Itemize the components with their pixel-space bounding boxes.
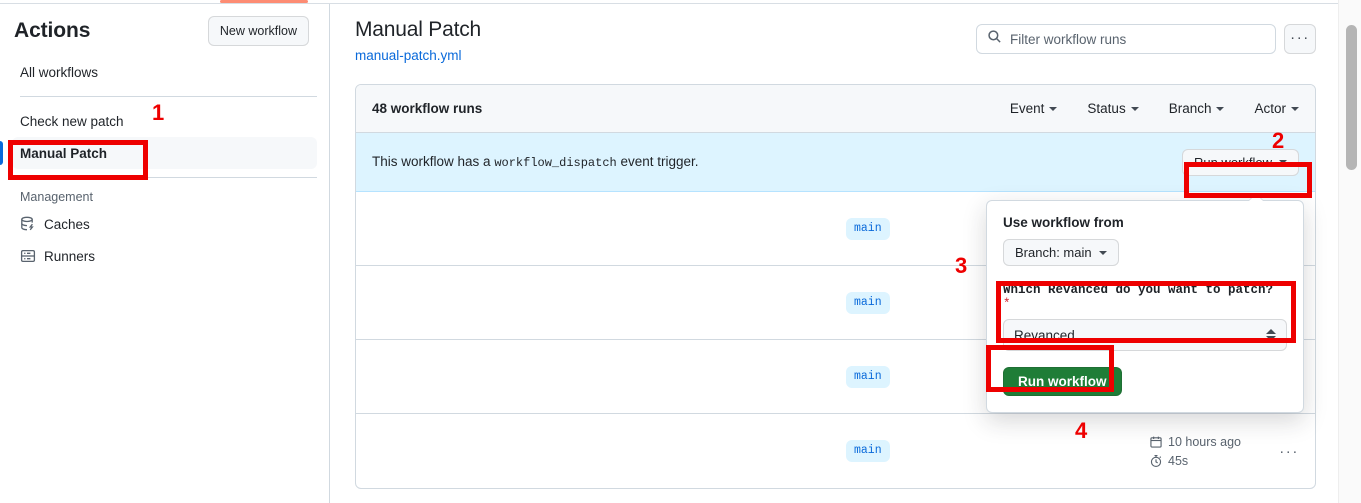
run-workflow-button-label: Run workflow: [1193, 154, 1272, 170]
header-controls: ···: [976, 24, 1316, 54]
workflow-dispatch-banner: This workflow has a workflow_dispatch ev…: [356, 133, 1315, 192]
branch-select-button[interactable]: Branch: main: [1003, 239, 1119, 266]
search-box[interactable]: [976, 24, 1276, 54]
sidebar-title: Actions: [14, 19, 91, 42]
sidebar-item-caches[interactable]: Caches: [12, 208, 317, 240]
filter-label: Status: [1087, 101, 1126, 116]
filter-label: Branch: [1168, 101, 1212, 116]
filter-event[interactable]: Event: [1010, 101, 1058, 116]
dispatch-text-before: This workflow has a: [372, 154, 491, 169]
dispatch-event-name: workflow_dispatch: [494, 156, 617, 170]
chevron-down-icon: [1130, 106, 1139, 111]
runs-count-label: 48 workflow runs: [372, 101, 483, 116]
sidebar-item-all-workflows[interactable]: All workflows: [12, 56, 317, 88]
branch-badge[interactable]: main: [846, 217, 890, 240]
dispatch-text-after: event trigger.: [620, 154, 699, 169]
runs-header: 48 workflow runs Event Status Branch: [356, 85, 1315, 133]
duration-line: 45s: [1149, 454, 1241, 468]
table-row[interactable]: main 10 hours ago: [356, 414, 1315, 488]
workflow-input-label-text: Which Revanced do you want to patch?: [1003, 283, 1274, 297]
chevron-down-icon: [1279, 160, 1287, 164]
workflow-input-label: Which Revanced do you want to patch? *: [1003, 283, 1287, 311]
duration-text: 45s: [1168, 453, 1189, 468]
branch-badge[interactable]: main: [846, 440, 890, 462]
sidebar-item-runners[interactable]: Runners: [12, 240, 317, 272]
sidebar-section-management: Management: [20, 190, 93, 204]
main-header: Manual Patch manual-patch.yml ···: [355, 4, 1316, 63]
dispatch-banner-text: This workflow has a workflow_dispatch ev…: [372, 154, 699, 170]
branch-badge[interactable]: main: [846, 365, 890, 388]
filter-actor[interactable]: Actor: [1254, 101, 1299, 116]
annotation-number-3: 3: [955, 253, 968, 278]
sidebar-item-label: Runners: [44, 248, 96, 264]
more-options-button[interactable]: ···: [1284, 24, 1316, 54]
select-arrows-icon: [1266, 329, 1276, 341]
page-title: Manual Patch: [355, 18, 482, 41]
date-text: 10 hours ago: [1168, 434, 1241, 449]
chevron-down-icon: [1216, 106, 1225, 111]
chevron-down-icon: [1098, 250, 1107, 255]
date-line: 10 hours ago: [1149, 435, 1241, 449]
sidebar-item-check-new-patch[interactable]: Check new patch: [12, 105, 317, 137]
chevron-down-icon: [1291, 106, 1299, 111]
branch-select-label: Branch: main: [1015, 245, 1092, 260]
branch-badge[interactable]: main: [846, 291, 890, 314]
active-tab-underline: [220, 0, 308, 3]
cache-icon: [20, 216, 36, 232]
stopwatch-icon: [1150, 454, 1162, 467]
annotation-number-1: 1: [152, 100, 165, 125]
header-divider: [0, 3, 1338, 4]
kebab-icon: ···: [1290, 28, 1310, 46]
sidebar-workflow-list-2: Check new patch Manual Patch: [0, 105, 329, 169]
new-workflow-button[interactable]: New workflow: [207, 16, 309, 46]
page-scrollbar[interactable]: [1338, 0, 1361, 503]
revanced-select[interactable]: Revanced: [1003, 319, 1287, 351]
search-input[interactable]: [1010, 31, 1265, 47]
annotation-number-2: 2: [1272, 128, 1285, 153]
row-metadata: 10 hours ago 45s: [1149, 435, 1241, 468]
filter-label: Event: [1009, 101, 1045, 116]
filter-branch[interactable]: Branch: [1169, 101, 1225, 116]
annotation-number-4: 4: [1075, 418, 1088, 443]
search-icon: [987, 29, 1002, 49]
sidebar-divider-1: [20, 96, 317, 97]
run-workflow-dropdown-panel: Use workflow from Branch: main Which Rev…: [986, 193, 1304, 413]
sidebar-item-manual-patch[interactable]: Manual Patch: [0, 137, 317, 169]
sidebar-item-label: All workflows: [20, 64, 99, 80]
sidebar-header: Actions New workflow: [0, 4, 329, 56]
chevron-down-icon: [1049, 106, 1058, 111]
required-asterisk: *: [1003, 297, 1011, 311]
sidebar-management-list: Caches Runners: [0, 208, 329, 272]
table-row[interactable]: main: [356, 192, 1315, 266]
calendar-icon: [1150, 436, 1162, 448]
actions-sidebar: Actions New workflow All workflows Check…: [0, 4, 330, 503]
filter-label: Actor: [1254, 101, 1286, 116]
sidebar-item-label: Check new patch: [20, 113, 124, 129]
sidebar-item-label: Caches: [44, 216, 90, 232]
revanced-select-value: Revanced: [1014, 327, 1075, 343]
server-icon: [20, 248, 36, 264]
use-workflow-from-label: Use workflow from: [1003, 215, 1124, 230]
top-tab-strip: [0, 0, 1338, 4]
main-content: Manual Patch manual-patch.yml ···: [331, 4, 1338, 503]
table-row[interactable]: main: [356, 266, 1315, 340]
row-kebab-icon[interactable]: ···: [1279, 442, 1299, 460]
sidebar-item-label: Manual Patch: [20, 145, 108, 161]
page-title-block: Manual Patch manual-patch.yml: [355, 16, 481, 63]
workflow-runs-panel: 48 workflow runs Event Status Branch: [355, 84, 1316, 489]
sidebar-workflow-list: All workflows: [0, 56, 329, 88]
scrollbar-thumb[interactable]: [1346, 25, 1357, 170]
runs-filters: Event Status Branch Actor: [1010, 101, 1299, 116]
filter-status[interactable]: Status: [1087, 101, 1139, 116]
sidebar-divider-2: [20, 177, 317, 178]
run-workflow-submit-button[interactable]: Run workflow: [1003, 367, 1122, 396]
workflow-file-link[interactable]: manual-patch.yml: [355, 48, 462, 63]
